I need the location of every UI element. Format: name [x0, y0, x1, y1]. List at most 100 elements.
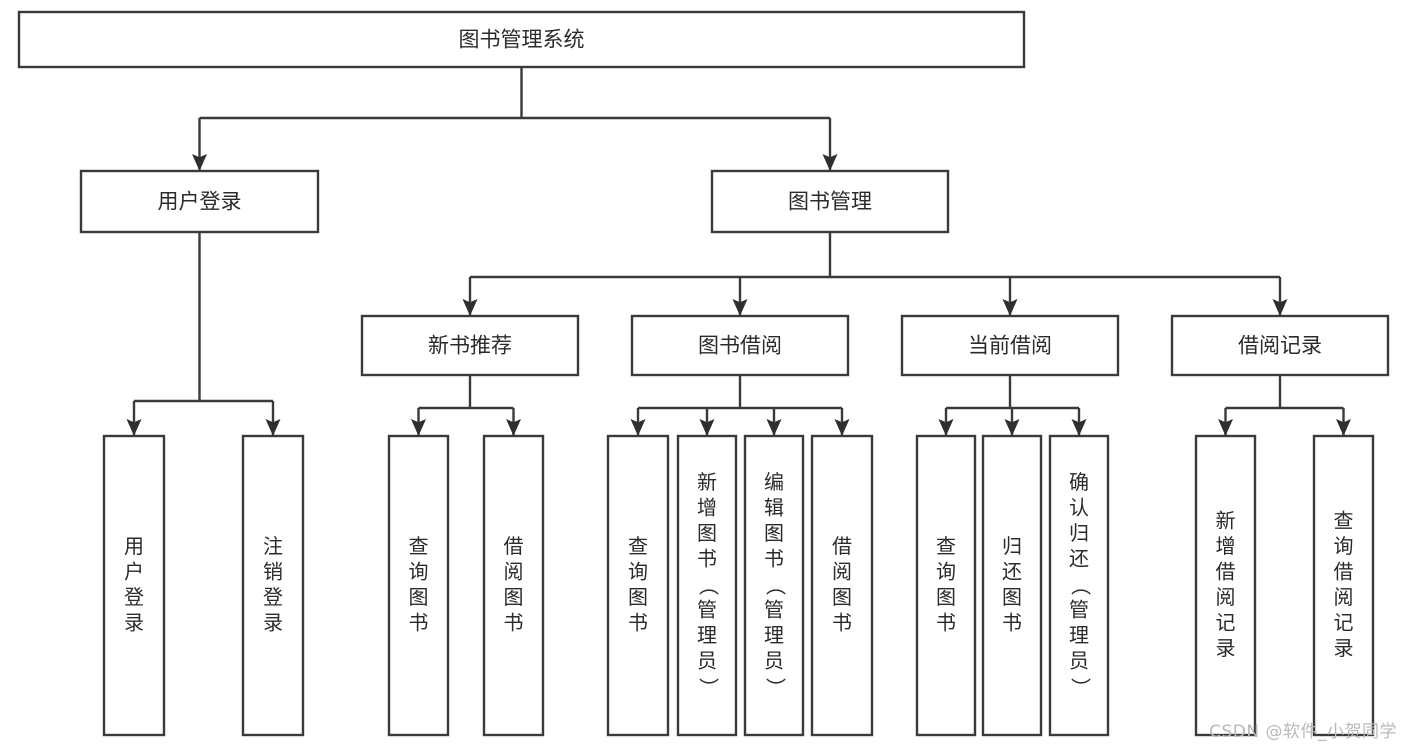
node-label-char: 归 [1069, 521, 1089, 545]
node-label-char: （ [764, 576, 788, 596]
node-label-char: 员 [1069, 649, 1089, 673]
node-label-char: 图 [409, 585, 429, 609]
node-label-char: 阅 [1216, 585, 1236, 609]
node-label-char: 阅 [832, 559, 852, 583]
node-label-char: 管 [1069, 598, 1089, 622]
node-label-char: 新 [697, 470, 717, 494]
node-label-char: 阅 [1334, 585, 1354, 609]
node-current-borrow[interactable]: 当前借阅 [900, 314, 1120, 377]
node-label-char: 注 [263, 534, 283, 558]
arrow-head-icon [699, 419, 715, 436]
node-box[interactable] [1312, 434, 1375, 737]
node-label-char: 录 [1334, 636, 1354, 660]
node-label-char: 录 [124, 610, 144, 634]
connector-group [630, 375, 850, 436]
node-label-char: 还 [1002, 559, 1022, 583]
arrow-head-icon [265, 419, 281, 436]
node-box[interactable] [387, 434, 450, 737]
node-label-char: 管 [764, 598, 784, 622]
node-label-char: 图 [936, 585, 956, 609]
node-leaf-borrow-book-recommend[interactable]: 借阅图书借阅图书 [482, 434, 545, 737]
node-leaf-borrow-book[interactable]: 借阅图书借阅图书 [810, 434, 874, 737]
arrow-head-icon [1004, 419, 1020, 436]
node-leaf-return-book[interactable]: 归还图书归还图书 [981, 434, 1043, 737]
node-label-char: 录 [263, 610, 283, 634]
node-box[interactable] [915, 434, 977, 737]
node-label-char: ） [697, 678, 721, 698]
node-box[interactable] [1194, 434, 1257, 737]
arrow-head-icon [1071, 419, 1087, 436]
node-label-char: 书 [697, 547, 717, 571]
node-borrow-records[interactable]: 借阅记录 [1170, 314, 1390, 377]
node-leaf-query-book-borrow[interactable]: 查询图书查询图书 [606, 434, 670, 737]
node-label-char: ） [764, 678, 788, 698]
arrow-head-icon [1272, 299, 1288, 316]
node-box[interactable] [360, 314, 580, 377]
node-label-char: 管 [697, 598, 717, 622]
node-box[interactable] [900, 314, 1120, 377]
node-label-char: 登 [124, 585, 144, 609]
node-box[interactable] [241, 434, 305, 737]
node-label-char: 录 [1216, 636, 1236, 660]
node-leaf-logout[interactable]: 注销登录注销登录 [241, 434, 305, 737]
node-label-char: 借 [1216, 559, 1236, 583]
node-label-char: 记 [1334, 610, 1354, 634]
node-box[interactable] [102, 434, 166, 737]
node-box[interactable] [710, 169, 950, 234]
node-label-char: 户 [124, 559, 144, 583]
node-box[interactable] [1048, 434, 1110, 737]
node-book-borrow[interactable]: 图书借阅 [630, 314, 850, 377]
node-leaf-query-book-current[interactable]: 查询图书查询图书 [915, 434, 977, 737]
node-box[interactable] [606, 434, 670, 737]
node-new-book-recommend[interactable]: 新书推荐 [360, 314, 580, 377]
node-label-char: 归 [1002, 534, 1022, 558]
node-label-char: 查 [628, 534, 648, 558]
node-label-char: 理 [697, 623, 717, 647]
node-label-char: 增 [697, 496, 717, 520]
node-leaf-add-borrow-record[interactable]: 新增借阅记录新增借阅记录 [1194, 434, 1257, 737]
node-label-char: 图 [764, 521, 784, 545]
node-label-char: 确 [1069, 470, 1089, 494]
node-label-char: 书 [936, 610, 956, 634]
connector-group [411, 375, 521, 436]
node-leaf-query-book-recommend[interactable]: 查询图书查询图书 [387, 434, 450, 737]
node-label-char: 销 [263, 559, 283, 583]
node-label-char: （ [697, 576, 721, 596]
node-box[interactable] [79, 169, 320, 234]
node-label-char: 图 [628, 585, 648, 609]
node-layer: 图书管理系统用户登录图书管理新书推荐图书借阅当前借阅借阅记录用户登录用户登录注销… [17, 10, 1390, 737]
connector-group [192, 67, 838, 171]
arrow-head-icon [766, 419, 782, 436]
node-box[interactable] [676, 434, 738, 737]
node-box[interactable] [482, 434, 545, 737]
node-leaf-query-borrow-record[interactable]: 查询借阅记录查询借阅记录 [1312, 434, 1375, 737]
node-box[interactable] [981, 434, 1043, 737]
arrow-head-icon [1336, 419, 1351, 436]
node-label-char: ） [1069, 678, 1093, 698]
connector-group [938, 375, 1087, 436]
node-label-char: 借 [504, 534, 524, 558]
node-box[interactable] [1170, 314, 1390, 377]
node-box[interactable] [743, 434, 805, 737]
arrow-head-icon [1002, 299, 1018, 316]
connector-group [126, 232, 281, 436]
node-root[interactable]: 图书管理系统 [17, 10, 1026, 69]
connector-group [462, 232, 1288, 316]
arrow-head-icon [1218, 419, 1233, 436]
node-label-char: 理 [764, 623, 784, 647]
node-leaf-user-login[interactable]: 用户登录用户登录 [102, 434, 166, 737]
node-label: 图书管理 [788, 190, 872, 214]
node-label: 图书管理系统 [459, 28, 585, 52]
node-label-char: 还 [1069, 547, 1089, 571]
node-user-login[interactable]: 用户登录 [79, 169, 320, 234]
node-box[interactable] [810, 434, 874, 737]
node-label-char: 记 [1216, 610, 1236, 634]
node-label-char: 员 [764, 649, 784, 673]
node-box[interactable] [630, 314, 850, 377]
node-box[interactable] [17, 10, 1026, 69]
node-label-char: 书 [504, 610, 524, 634]
node-book-management[interactable]: 图书管理 [710, 169, 950, 234]
